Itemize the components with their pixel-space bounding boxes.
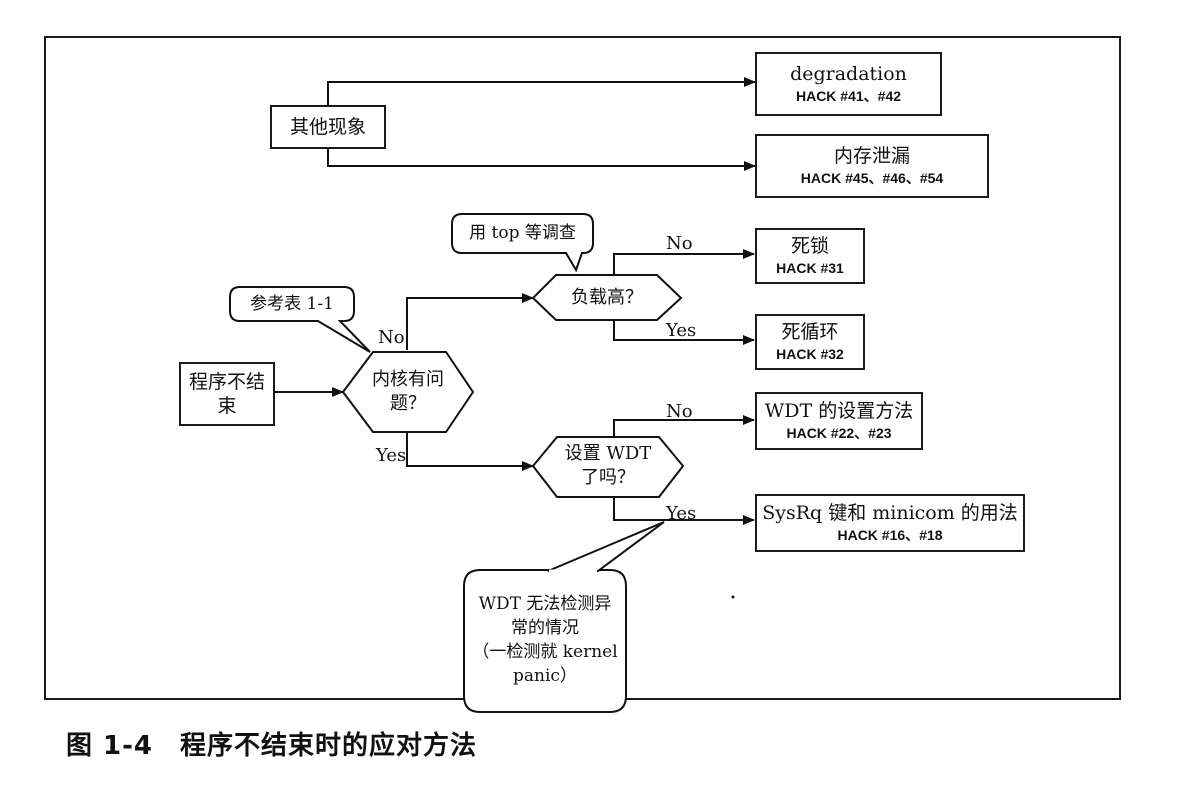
edge-label-kernel-yes: Yes [376,445,407,466]
stray-dot [731,595,735,599]
node-memleak: 内存泄漏 HACK #45、#46、#54 [755,134,989,198]
node-infloop: 死循环 HACK #32 [755,314,865,370]
edge-label-load-yes: Yes [666,320,697,341]
node-other: 其他现象 [270,105,386,149]
edge-wdt-sysrq [613,497,755,525]
callout-table-text: 参考表 1-1 [250,294,334,314]
node-degradation-ref: HACK #41、#42 [795,88,902,104]
edge-kernel-wdt [406,432,534,471]
node-memleak-ref: HACK #45、#46、#54 [800,170,944,186]
node-wdt-method-ref: HACK #22、#23 [786,425,892,441]
decision-load-label: 负载高？ [571,287,643,308]
decision-kernel-label: 内核有问 题？ [372,369,444,414]
edge-other-degradation [327,77,756,105]
node-infloop-label: 死循环 [781,321,839,343]
node-deadlock: 死锁 HACK #31 [755,228,865,284]
decision-wdt-label: 设置 WDT 了吗？ [564,443,652,488]
node-sysrq: SysRq 键和 minicom 的用法 HACK #16、#18 [755,494,1025,552]
callout-wdt-shape [463,569,627,713]
edge-label-wdt-no: No [666,401,693,422]
edge-kernel-load [406,293,534,350]
node-deadlock-ref: HACK #31 [776,260,844,276]
node-wdt-method: WDT 的设置方法 HACK #22、#23 [755,392,923,450]
node-memleak-label: 内存泄漏 [833,145,910,167]
figure-caption: 图 1-4 程序不结束时的应对方法 [66,731,478,761]
edge-load-infloop [613,320,755,345]
callout-top-text: 用 top 等调查 [469,223,576,243]
node-deadlock-label: 死锁 [790,235,829,257]
decision-load-shape [531,274,683,321]
edge-wdt-method [613,415,755,437]
node-start: 程序不结 束 [179,362,275,426]
node-degradation: degradation HACK #41、#42 [755,52,942,116]
callout-wdt-tail [547,521,665,572]
callout-table-shape [229,286,371,353]
node-other-label: 其他现象 [289,116,366,138]
node-wdt-method-label: WDT 的设置方法 [764,400,914,422]
edge-label-load-no: No [666,233,693,254]
callout-wdt-text: WDT 无法检测异 常的情况 （一检测就 kernel panic） [472,594,618,686]
node-infloop-ref: HACK #32 [776,346,844,362]
edge-load-deadlock [613,249,755,275]
node-sysrq-ref: HACK #16、#18 [837,527,943,543]
edge-label-wdt-yes: Yes [666,503,697,524]
decision-wdt-shape [531,436,685,498]
callout-top-shape [451,213,594,273]
node-degradation-label: degradation [790,63,907,85]
node-start-label: 程序不结 束 [188,371,265,417]
decision-kernel-shape [341,351,475,433]
edge-label-kernel-no: No [378,327,405,348]
node-sysrq-label: SysRq 键和 minicom 的用法 [762,502,1018,524]
edge-other-memleak [327,148,756,171]
